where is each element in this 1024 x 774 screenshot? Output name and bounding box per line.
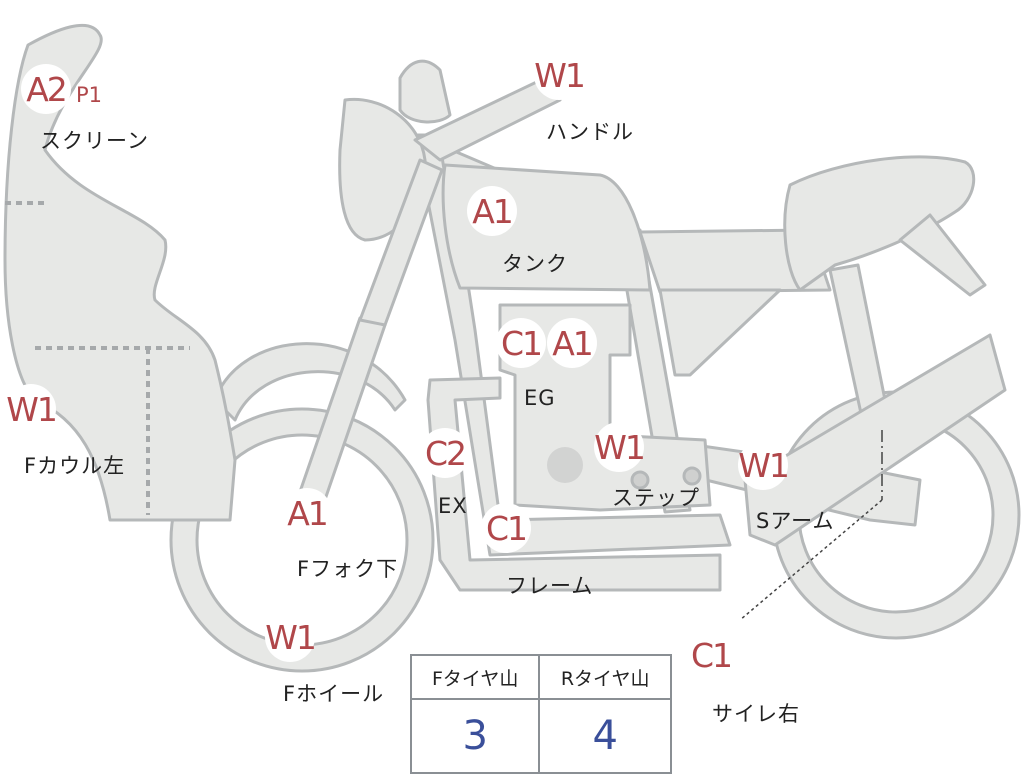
meter	[398, 59, 452, 124]
part-label-cowl: Fカウル左	[24, 454, 126, 478]
tail-cowl	[898, 213, 987, 297]
marker-code: W1	[534, 50, 586, 100]
marker-code: A1	[547, 318, 597, 368]
part-label-screen: スクリーン	[40, 129, 149, 153]
front-tread-header: Fタイヤ山	[409, 654, 541, 700]
marker-code: W1	[594, 422, 646, 472]
part-label-fork: Fフォク下	[297, 557, 399, 581]
marker-code: A1	[467, 186, 517, 236]
marker-code: W1	[6, 384, 58, 434]
part-label-frame: フレーム	[506, 574, 594, 598]
exhaust-pipe	[426, 376, 722, 592]
marker-code: C1	[686, 630, 736, 680]
rear-tread-header: Rタイヤ山	[538, 654, 672, 700]
side-cover	[658, 288, 782, 377]
part-label-step: ステップ	[612, 486, 700, 510]
marker-code: W1	[738, 440, 790, 490]
marker-code: C2	[420, 428, 470, 478]
rear-tread-value: 4	[538, 698, 672, 774]
front-tread-value: 3	[409, 698, 541, 774]
muffler	[743, 333, 1007, 547]
part-label-wheel: Fホイール	[283, 682, 385, 706]
part-label-muffler: サイレ右	[712, 702, 800, 726]
part-label-handle: ハンドル	[546, 120, 634, 144]
marker-code: W1	[265, 612, 317, 662]
part-label-swingarm: Sアーム	[756, 509, 835, 533]
marker-code: A1	[282, 488, 332, 538]
seat	[783, 155, 976, 292]
marker-code: A2	[21, 64, 71, 114]
tire-tread-table: Fタイヤ山 Rタイヤ山 3 4	[409, 654, 672, 774]
part-label-exhaust: EX	[438, 494, 468, 518]
part-label-tank: タンク	[502, 252, 568, 276]
marker-code: C1	[481, 503, 531, 553]
handlebar	[413, 76, 562, 162]
part-label-engine: EG	[524, 386, 556, 410]
marker-sub-code: P1	[74, 78, 104, 112]
marker-code: C1	[496, 318, 546, 368]
